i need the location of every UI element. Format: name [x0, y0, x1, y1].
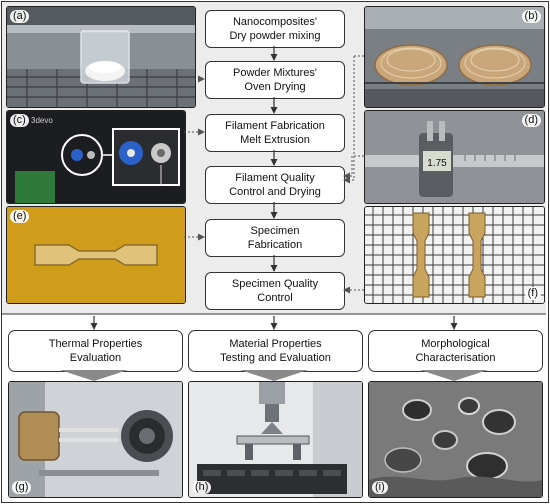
- photo-label-b: (b): [521, 10, 541, 23]
- tensile-photo-graphic: [189, 382, 362, 497]
- sem-photo-graphic: [369, 382, 542, 497]
- oven-photo-graphic: [365, 7, 544, 107]
- step-dry-powder-mixing: Nanocomposites' Dry powder mixing: [205, 10, 345, 48]
- step-oven-drying: Powder Mixtures' Oven Drying: [205, 61, 345, 99]
- photo-label-c: (c): [10, 114, 29, 127]
- caliper-reading: 1.75: [427, 158, 447, 169]
- photo-a-powder-mixing: (a): [6, 6, 196, 108]
- photo-label-e: (e): [10, 210, 30, 223]
- step-melt-extrusion: Filament Fabrication Melt Extrusion: [205, 114, 345, 152]
- step-specimen-fabrication: Specimen Fabrication: [205, 219, 345, 257]
- photo-g-thermal-analysis: (g): [8, 381, 183, 498]
- photo-h-tensile-testing: (h): [188, 381, 363, 498]
- photo-d-caliper: 1.75 (d): [364, 110, 545, 204]
- photo-e-specimen-fabrication: (e): [6, 206, 186, 304]
- step-label: Filament Quality Control and Drying: [229, 172, 321, 198]
- step-label: Nanocomposites' Dry powder mixing: [229, 16, 321, 42]
- specimen-photo-graphic: [7, 207, 185, 303]
- step-label: Specimen Fabrication: [247, 225, 303, 251]
- photo-label-g: (g): [12, 481, 32, 494]
- caliper-photo-graphic: 1.75: [365, 111, 544, 203]
- step-filament-quality-control: Filament Quality Control and Drying: [205, 166, 345, 204]
- photo-b-oven-drying: (b): [364, 6, 545, 108]
- step-label: Powder Mixtures' Oven Drying: [232, 67, 317, 93]
- eval-thermal-properties: Thermal Properties Evaluation: [8, 330, 183, 372]
- photo-label-i: (i): [372, 481, 388, 494]
- photo-c-extruder: 3devo (c): [6, 110, 186, 204]
- step-specimen-quality-control: Specimen Quality Control: [205, 272, 345, 310]
- photo-label-a: (a): [10, 10, 30, 23]
- eval-label: Thermal Properties Evaluation: [48, 338, 143, 364]
- step-label: Specimen Quality Control: [231, 278, 319, 304]
- eval-label: Morphological Characterisation: [415, 338, 496, 364]
- photo-label-d: (d): [521, 114, 541, 127]
- thermal-photo-graphic: [9, 382, 182, 497]
- eval-morphological: Morphological Characterisation: [368, 330, 543, 372]
- photo-label-f: (f): [524, 287, 541, 300]
- grid-photo-graphic: [365, 207, 544, 303]
- beaker-photo-graphic: [7, 7, 195, 107]
- photo-i-sem-morphology: (i): [368, 381, 543, 498]
- step-label: Filament Fabrication Melt Extrusion: [225, 120, 325, 146]
- eval-label: Material Properties Testing and Evaluati…: [220, 338, 331, 364]
- extruder-brand: 3devo: [31, 116, 53, 125]
- photo-label-h: (h): [192, 481, 212, 494]
- photo-f-specimen-quality: (f): [364, 206, 545, 304]
- eval-material-properties: Material Properties Testing and Evaluati…: [188, 330, 363, 372]
- extruder-photo-graphic: 3devo: [7, 111, 185, 203]
